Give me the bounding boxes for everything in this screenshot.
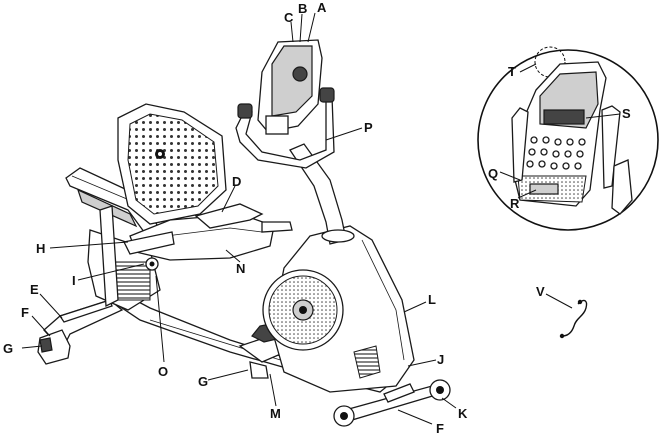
bike-illustration xyxy=(38,40,450,426)
label-f: F xyxy=(21,305,29,320)
label-n: N xyxy=(236,261,245,276)
flywheel-housing xyxy=(263,226,414,392)
seat-back xyxy=(118,104,226,224)
label-a: A xyxy=(317,0,327,15)
label-h: H xyxy=(36,241,45,256)
label-g-pedal: G xyxy=(198,374,208,389)
label-c: C xyxy=(284,10,294,25)
rear-stabilizer xyxy=(38,300,122,364)
console-detail-inset xyxy=(478,47,658,230)
console xyxy=(258,40,322,134)
label-k: K xyxy=(458,406,468,421)
label-t: T xyxy=(508,64,516,79)
part-v-cable xyxy=(560,300,587,338)
label-l: L xyxy=(428,292,436,307)
label-j: J xyxy=(437,352,444,367)
label-d: D xyxy=(232,174,241,189)
label-m: M xyxy=(270,406,281,421)
label-v: V xyxy=(536,284,545,299)
label-o: O xyxy=(158,364,168,379)
label-i: I xyxy=(72,273,76,288)
label-q: Q xyxy=(488,166,498,181)
label-s: S xyxy=(622,106,631,121)
label-b: B xyxy=(298,1,307,16)
label-p: P xyxy=(364,120,373,135)
label-e: E xyxy=(30,282,39,297)
label-f-front: F xyxy=(436,421,444,436)
label-g: G xyxy=(3,341,13,356)
label-r: R xyxy=(510,196,520,211)
